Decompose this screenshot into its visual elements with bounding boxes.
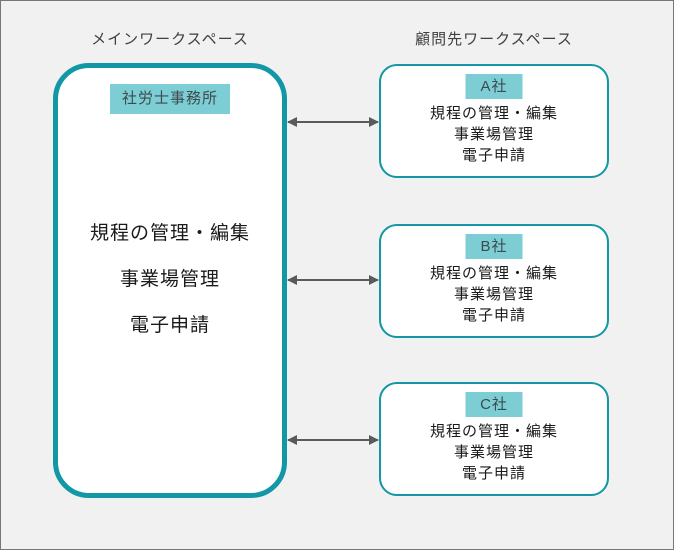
client-feature-item: 事業場管理 [453, 286, 534, 303]
client-feature-item: 規程の管理・編集 [429, 265, 558, 282]
main-feature-item: 電子申請 [129, 315, 210, 336]
main-workspace-label: メインワークスペース [91, 31, 249, 48]
client-box-c: C社 規程の管理・編集 事業場管理 電子申請 [379, 382, 609, 496]
client-feature-item: 規程の管理・編集 [429, 423, 558, 440]
client-box-a: A社 規程の管理・編集 事業場管理 電子申請 [379, 64, 609, 178]
client-workspace-label: 顧問先ワークスペース [415, 31, 573, 48]
main-feature-item: 事業場管理 [119, 269, 220, 290]
main-feature-item: 規程の管理・編集 [89, 223, 250, 244]
client-feature-item: 電子申請 [461, 307, 526, 324]
client-feature-item: 電子申請 [461, 147, 526, 164]
client-feature-item: 事業場管理 [453, 444, 534, 461]
client-name-badge: C社 [465, 392, 523, 417]
client-feature-item: 規程の管理・編集 [429, 105, 558, 122]
client-name-badge: B社 [465, 234, 523, 259]
office-name-badge: 社労士事務所 [110, 84, 230, 114]
client-name-badge: A社 [465, 74, 523, 99]
client-feature-item: 事業場管理 [453, 126, 534, 143]
bidirectional-arrow-icon [287, 435, 379, 445]
client-feature-list: 規程の管理・編集 事業場管理 電子申請 [381, 421, 607, 484]
client-feature-list: 規程の管理・編集 事業場管理 電子申請 [381, 263, 607, 326]
main-workspace-box: 社労士事務所 規程の管理・編集 事業場管理 電子申請 [53, 63, 287, 498]
main-feature-list: 規程の管理・編集 事業場管理 電子申請 [58, 211, 282, 349]
client-feature-item: 電子申請 [461, 465, 526, 482]
client-feature-list: 規程の管理・編集 事業場管理 電子申請 [381, 103, 607, 166]
client-box-b: B社 規程の管理・編集 事業場管理 電子申請 [379, 224, 609, 338]
bidirectional-arrow-icon [287, 117, 379, 127]
bidirectional-arrow-icon [287, 275, 379, 285]
